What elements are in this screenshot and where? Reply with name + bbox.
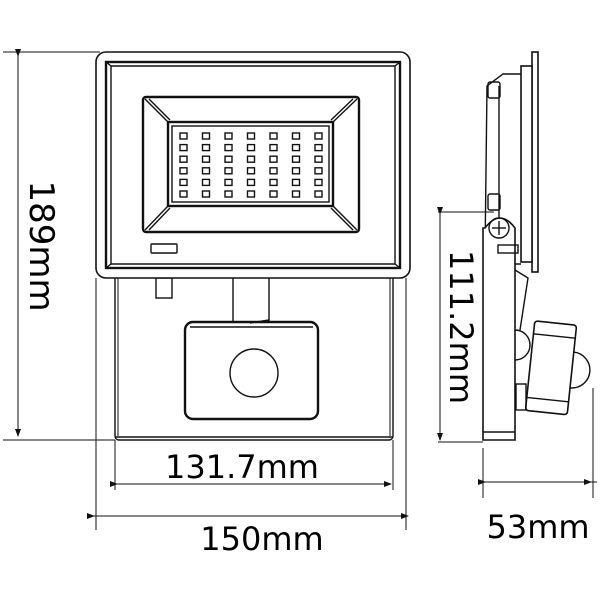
led-window — [141, 95, 361, 234]
side-view — [482, 51, 591, 441]
led-chip — [224, 167, 233, 175]
led-chip — [291, 178, 301, 187]
led-chip — [224, 190, 233, 198]
led-chip — [201, 155, 211, 163]
led-chip — [224, 155, 233, 163]
sensor-housing — [114, 269, 394, 441]
led-chip — [179, 178, 188, 187]
led-chip — [224, 143, 233, 152]
side-sensor — [524, 320, 591, 416]
led-chip — [224, 132, 233, 140]
led-chip — [179, 155, 188, 163]
pir-sensor — [183, 320, 320, 421]
width-label: 150mm — [200, 520, 323, 558]
lamp-body — [95, 51, 411, 279]
led-chip — [314, 143, 323, 152]
led-chip — [201, 167, 211, 175]
dimension-sensor-width: 131.7mm — [110, 440, 394, 490]
led-chip — [269, 132, 278, 140]
led-chip — [179, 167, 188, 175]
led-chip — [269, 155, 278, 163]
front-view — [95, 51, 411, 441]
indicator-light — [150, 243, 178, 254]
led-chip — [246, 178, 256, 187]
led-chip — [269, 190, 278, 198]
led-chip — [201, 190, 211, 198]
led-chip — [179, 190, 188, 198]
sensor-lens-icon — [229, 348, 279, 398]
led-chip — [314, 190, 323, 198]
led-chip — [314, 132, 323, 140]
led-chip — [201, 143, 211, 152]
dimension-width: 150mm — [87, 278, 409, 558]
led-chip — [291, 190, 301, 198]
led-chip — [314, 155, 323, 163]
led-chip — [291, 155, 301, 163]
dimension-bracket-height: 111.2mm — [437, 207, 494, 443]
led-chip — [269, 167, 278, 175]
led-chip — [291, 167, 301, 175]
led-chip — [314, 167, 323, 175]
led-chip — [291, 132, 301, 140]
led-chip — [246, 155, 256, 163]
led-chip — [224, 178, 233, 187]
led-chip — [246, 190, 256, 198]
led-chip — [201, 178, 211, 187]
led-chip — [201, 132, 211, 140]
bracket-height-label: 111.2mm — [442, 250, 480, 404]
led-chip — [291, 143, 301, 152]
depth-label: 53mm — [486, 508, 589, 546]
led-chip — [314, 178, 323, 187]
led-chip — [179, 132, 188, 140]
hinge-screw-icon — [488, 217, 510, 239]
led-grid — [179, 132, 323, 198]
led-chip — [246, 143, 256, 152]
dimension-height: 189mm — [3, 49, 115, 441]
led-chip — [246, 132, 256, 140]
led-chip — [269, 178, 278, 187]
led-chip — [246, 167, 256, 175]
dimension-depth: 53mm — [478, 388, 597, 546]
height-label: 189mm — [21, 180, 61, 311]
sensor-width-label: 131.7mm — [165, 448, 319, 486]
led-chip — [179, 143, 188, 152]
led-chip — [269, 143, 278, 152]
